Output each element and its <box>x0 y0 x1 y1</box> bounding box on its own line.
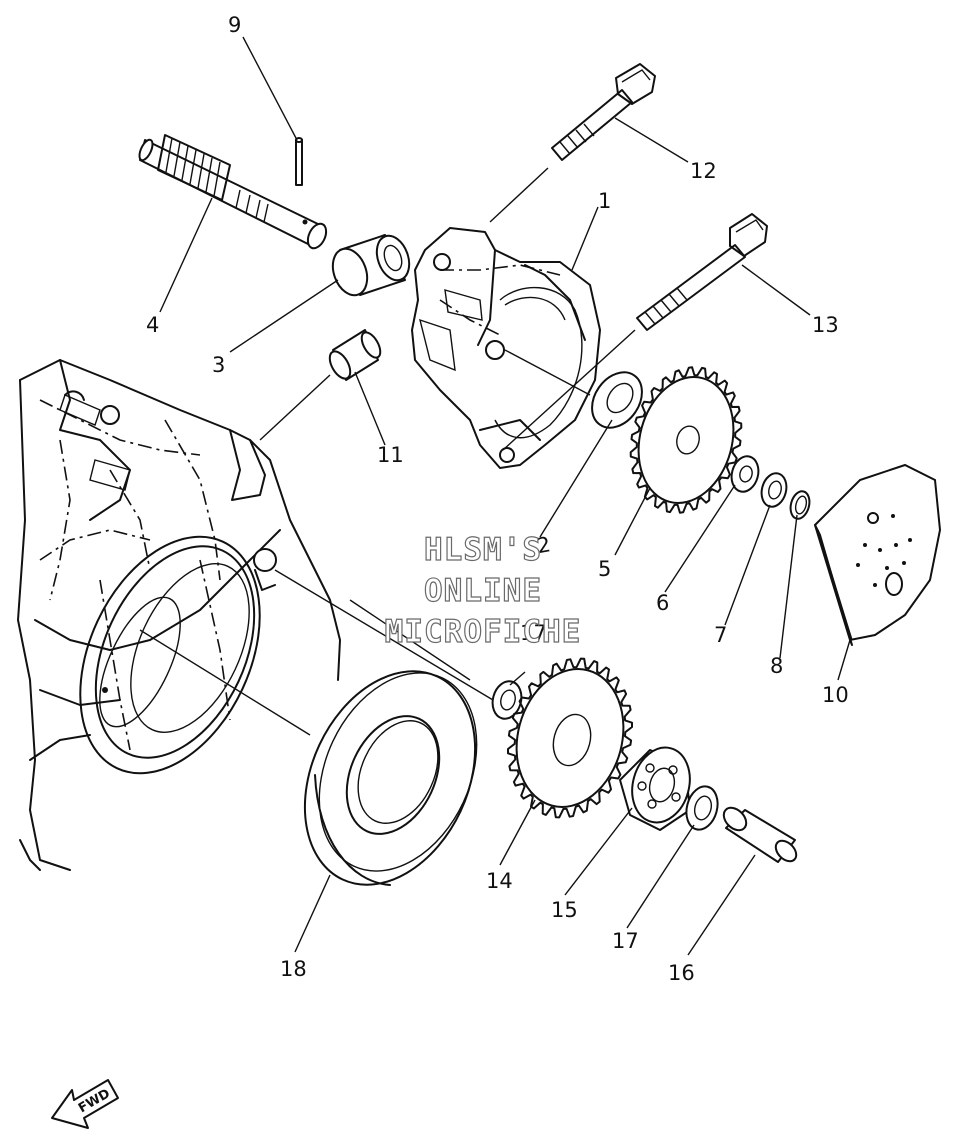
part-3-bushing <box>331 234 411 297</box>
fwd-arrow: FWD <box>51 1079 119 1129</box>
fwd-arrow-icon <box>51 1079 119 1129</box>
watermark-line-2: ONLINE <box>424 573 542 609</box>
part-2-seal <box>591 371 643 429</box>
callout-5: 5 <box>598 557 611 581</box>
callout-13: 13 <box>812 313 839 337</box>
crankcase <box>17 359 341 871</box>
callout-18: 18 <box>280 957 307 981</box>
part-17-washer-lower <box>685 785 719 831</box>
part-16-shaft <box>722 806 798 863</box>
part-1-housing <box>411 227 601 469</box>
part-12-bolt <box>551 63 656 161</box>
callout-10: 10 <box>822 683 849 707</box>
watermark-line-1: HLSM'S <box>424 532 542 568</box>
callout-7: 7 <box>714 623 727 647</box>
callout-15: 15 <box>551 898 578 922</box>
leader-lines <box>139 36 851 956</box>
callout-8: 8 <box>770 654 783 678</box>
part-9-pin <box>295 137 303 186</box>
part-10-cover <box>813 463 942 646</box>
callout-17-upper: 17 <box>520 621 547 645</box>
watermark: HLSM'S ONLINE MICROFICHE <box>384 531 582 650</box>
callout-12: 12 <box>690 159 717 183</box>
callout-2: 2 <box>535 532 552 558</box>
callout-3: 3 <box>212 353 225 377</box>
part-13-bolt <box>636 213 768 331</box>
part-15-bearing <box>619 746 691 831</box>
part-8-circlip <box>789 490 811 520</box>
callout-16: 16 <box>668 961 695 985</box>
watermark-line-3: MICROFICHE <box>385 614 582 650</box>
part-18-seal-ring <box>303 670 478 886</box>
callout-11: 11 <box>377 443 404 467</box>
callout-4: 4 <box>146 313 159 337</box>
part-4-worm-shaft <box>138 134 328 250</box>
callout-numbers: 9 4 3 11 1 12 13 2 5 6 7 8 10 17 14 15 1… <box>146 13 849 985</box>
callout-9: 9 <box>228 13 241 37</box>
callout-1: 1 <box>598 189 611 213</box>
part-7-washer <box>760 472 788 508</box>
part-14-gear <box>507 657 633 819</box>
callout-14: 14 <box>486 869 513 893</box>
part-6-washer <box>730 455 760 493</box>
callout-6: 6 <box>656 591 669 615</box>
part-5-gear <box>629 366 743 514</box>
callout-17-lower: 17 <box>612 929 639 953</box>
part-11-dowel <box>328 329 382 381</box>
